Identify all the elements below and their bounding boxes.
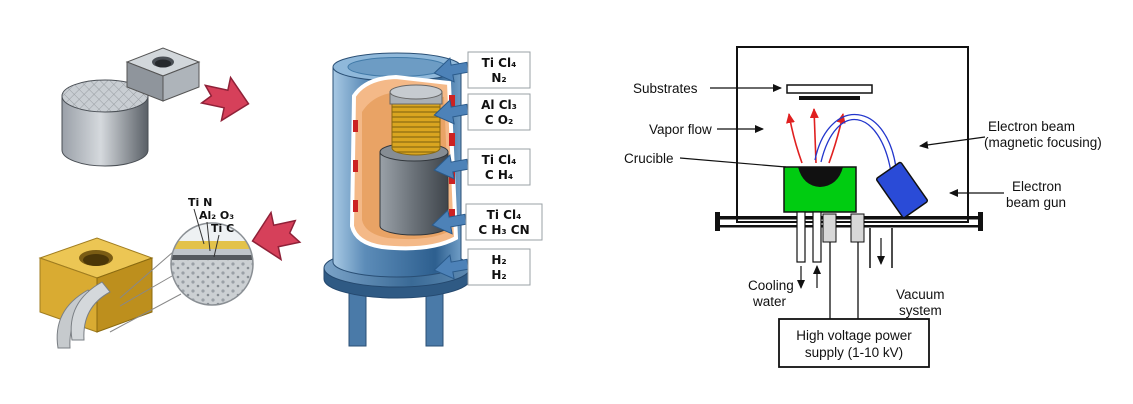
beam-gun-label: beam gun <box>1006 195 1066 210</box>
gas-label: N₂ <box>491 71 506 85</box>
gas-label: Al Cl₃ <box>481 98 517 112</box>
substrates-label: Substrates <box>633 81 698 96</box>
gas-inlet-alcl3-co2: Al Cl₃ C O₂ <box>433 93 531 131</box>
electron-beam-label: (magnetic focusing) <box>984 135 1102 150</box>
electron-beam-arrow <box>919 136 986 149</box>
layer-tin <box>171 241 253 249</box>
gas-label: C H₃ CN <box>478 223 529 237</box>
ebpvd-diagram: High voltage power supply (1-10 kV) Subs… <box>624 46 1102 368</box>
substrates-bar <box>799 96 860 100</box>
layer-tic <box>171 255 253 260</box>
gas-label: H₂ <box>491 268 506 282</box>
power-supply-box: High voltage power supply (1-10 kV) <box>778 318 930 368</box>
vessel-cutaway <box>349 74 459 251</box>
gas-label: Ti Cl₄ <box>487 208 522 222</box>
cvd-process-diagram: Ti Cl₄ N₂ Al Cl₃ C O₂ Ti Cl₄ C H₄ Ti Cl₄… <box>38 47 543 349</box>
cooling-tubes <box>796 211 822 289</box>
tool-shank-body <box>61 95 149 167</box>
layer-al2o3 <box>171 249 253 255</box>
coated-tool <box>38 237 154 349</box>
layer-label-al2o3: Al₂ O₃ <box>199 209 234 222</box>
crucible-label: Crucible <box>624 151 674 166</box>
tool-shank-hatch <box>62 80 148 112</box>
beam-gun-label: Electron <box>1012 179 1062 194</box>
layer-label-tin: Ti N <box>188 196 212 209</box>
gas-inlet-ticl4-ch4: Ti Cl₄ C H₄ <box>433 148 531 186</box>
layer-label-tic: Ti C <box>211 222 234 235</box>
power-supply-label: High voltage power <box>796 328 912 343</box>
electron-beam-label: Electron beam <box>988 119 1075 134</box>
crucible-pointer <box>679 157 787 168</box>
gas-label: Ti Cl₄ <box>482 153 517 167</box>
labels: Substrates Vapor flow Crucible Electron … <box>624 81 1102 318</box>
vacuum-system-label: Vacuum <box>896 287 945 302</box>
electron-beam-gun-shape <box>875 161 929 219</box>
insert-block <box>125 47 201 102</box>
gas-inlet-ticl4-n2: Ti Cl₄ N₂ <box>433 51 531 89</box>
gas-inlet-h2: H₂ H₂ <box>433 248 531 286</box>
coating-detail: Ti N Al₂ O₃ Ti C <box>109 196 254 333</box>
uncoated-tool <box>61 47 201 167</box>
gas-inlet-ticl4-ch3cn: Ti Cl₄ C H₃ CN <box>431 203 543 241</box>
vacuum-tube <box>869 228 893 268</box>
gas-label: Ti Cl₄ <box>482 56 517 70</box>
vacuum-system-label: system <box>899 303 942 318</box>
gas-label: C H₄ <box>485 168 513 182</box>
detail-circle <box>170 222 254 306</box>
cooling-water-label: water <box>752 294 787 309</box>
cvd-reactor-vessel <box>323 52 471 347</box>
hv-feedthroughs <box>822 213 865 319</box>
coated-tool-side <box>96 257 153 333</box>
gas-label: H₂ <box>491 253 506 267</box>
gas-label: C O₂ <box>485 113 513 127</box>
blade-2 <box>70 281 111 341</box>
cooling-water-label: Cooling <box>748 278 794 293</box>
power-supply-label: supply (1-10 kV) <box>805 345 903 360</box>
substrate-holder <box>786 84 873 100</box>
process-arrow-to-reactor <box>199 75 250 123</box>
melt-pool <box>798 167 843 187</box>
crucible-shape <box>783 166 857 213</box>
process-arrow-to-coated-tool <box>251 210 302 262</box>
stack-lid <box>389 84 443 100</box>
electron-beam-curves <box>814 113 898 177</box>
vapor-flow-label: Vapor flow <box>649 122 712 137</box>
base-flange <box>715 212 983 231</box>
